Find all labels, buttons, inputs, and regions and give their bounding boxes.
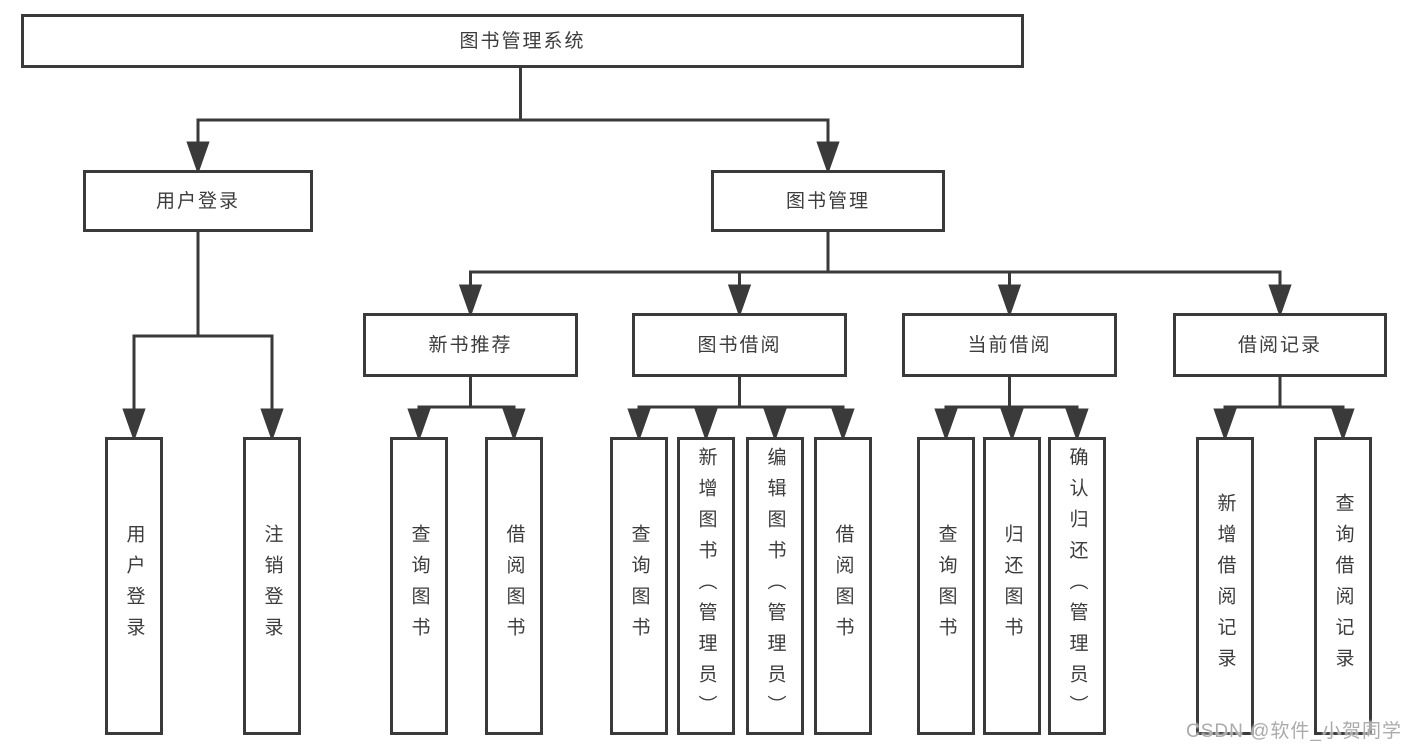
leaf-query-books-borrowing: 查询图书 — [610, 437, 668, 735]
node-label: 新增图书（管理员） — [695, 446, 717, 726]
node-new-book-recommendation: 新书推荐 — [363, 313, 578, 377]
node-label: 查询图书 — [408, 524, 430, 648]
node-label: 查询图书 — [935, 524, 957, 648]
node-label: 查询图书 — [628, 524, 650, 648]
leaf-logout: 注销登录 — [243, 437, 301, 735]
leaf-confirm-return-admin: 确认归还（管理员） — [1048, 437, 1106, 735]
node-label: 图书管理 — [785, 190, 870, 212]
leaf-return-books: 归还图书 — [983, 437, 1041, 735]
node-library-management-system: 图书管理系统 — [21, 14, 1024, 68]
leaf-add-borrow-record: 新增借阅记录 — [1196, 437, 1254, 735]
leaf-query-books-current: 查询图书 — [917, 437, 975, 735]
node-label: 借阅图书 — [503, 524, 525, 648]
node-label: 用户登录 — [155, 190, 240, 212]
leaf-borrow-books-recommendation: 借阅图书 — [485, 437, 543, 735]
node-label: 查询借阅记录 — [1332, 493, 1354, 679]
node-label: 图书管理系统 — [459, 30, 586, 52]
leaf-query-borrow-record: 查询借阅记录 — [1314, 437, 1372, 735]
leaf-user-login: 用户登录 — [105, 437, 163, 735]
leaf-borrow-books-borrowing: 借阅图书 — [814, 437, 872, 735]
leaf-add-book-admin: 新增图书（管理员） — [677, 437, 735, 735]
node-label: 当前借阅 — [967, 334, 1052, 356]
node-label: 用户登录 — [123, 524, 145, 648]
node-label: 借阅记录 — [1237, 334, 1322, 356]
leaf-query-books-recommendation: 查询图书 — [390, 437, 448, 735]
node-current-borrowing: 当前借阅 — [902, 313, 1117, 377]
node-label: 新书推荐 — [428, 334, 513, 356]
node-label: 图书借阅 — [697, 334, 782, 356]
node-book-management: 图书管理 — [711, 170, 945, 232]
node-label: 借阅图书 — [832, 524, 854, 648]
node-borrowing-records: 借阅记录 — [1173, 313, 1387, 377]
node-user-login: 用户登录 — [83, 170, 313, 232]
node-label: 归还图书 — [1001, 524, 1023, 648]
node-book-borrowing: 图书借阅 — [632, 313, 847, 377]
node-label: 新增借阅记录 — [1214, 493, 1236, 679]
leaf-edit-book-admin: 编辑图书（管理员） — [746, 437, 804, 735]
node-label: 确认归还（管理员） — [1066, 446, 1088, 726]
node-label: 编辑图书（管理员） — [764, 446, 786, 726]
node-label: 注销登录 — [261, 524, 283, 648]
csdn-watermark: CSDN @软件_小贺同学 — [1186, 721, 1402, 742]
